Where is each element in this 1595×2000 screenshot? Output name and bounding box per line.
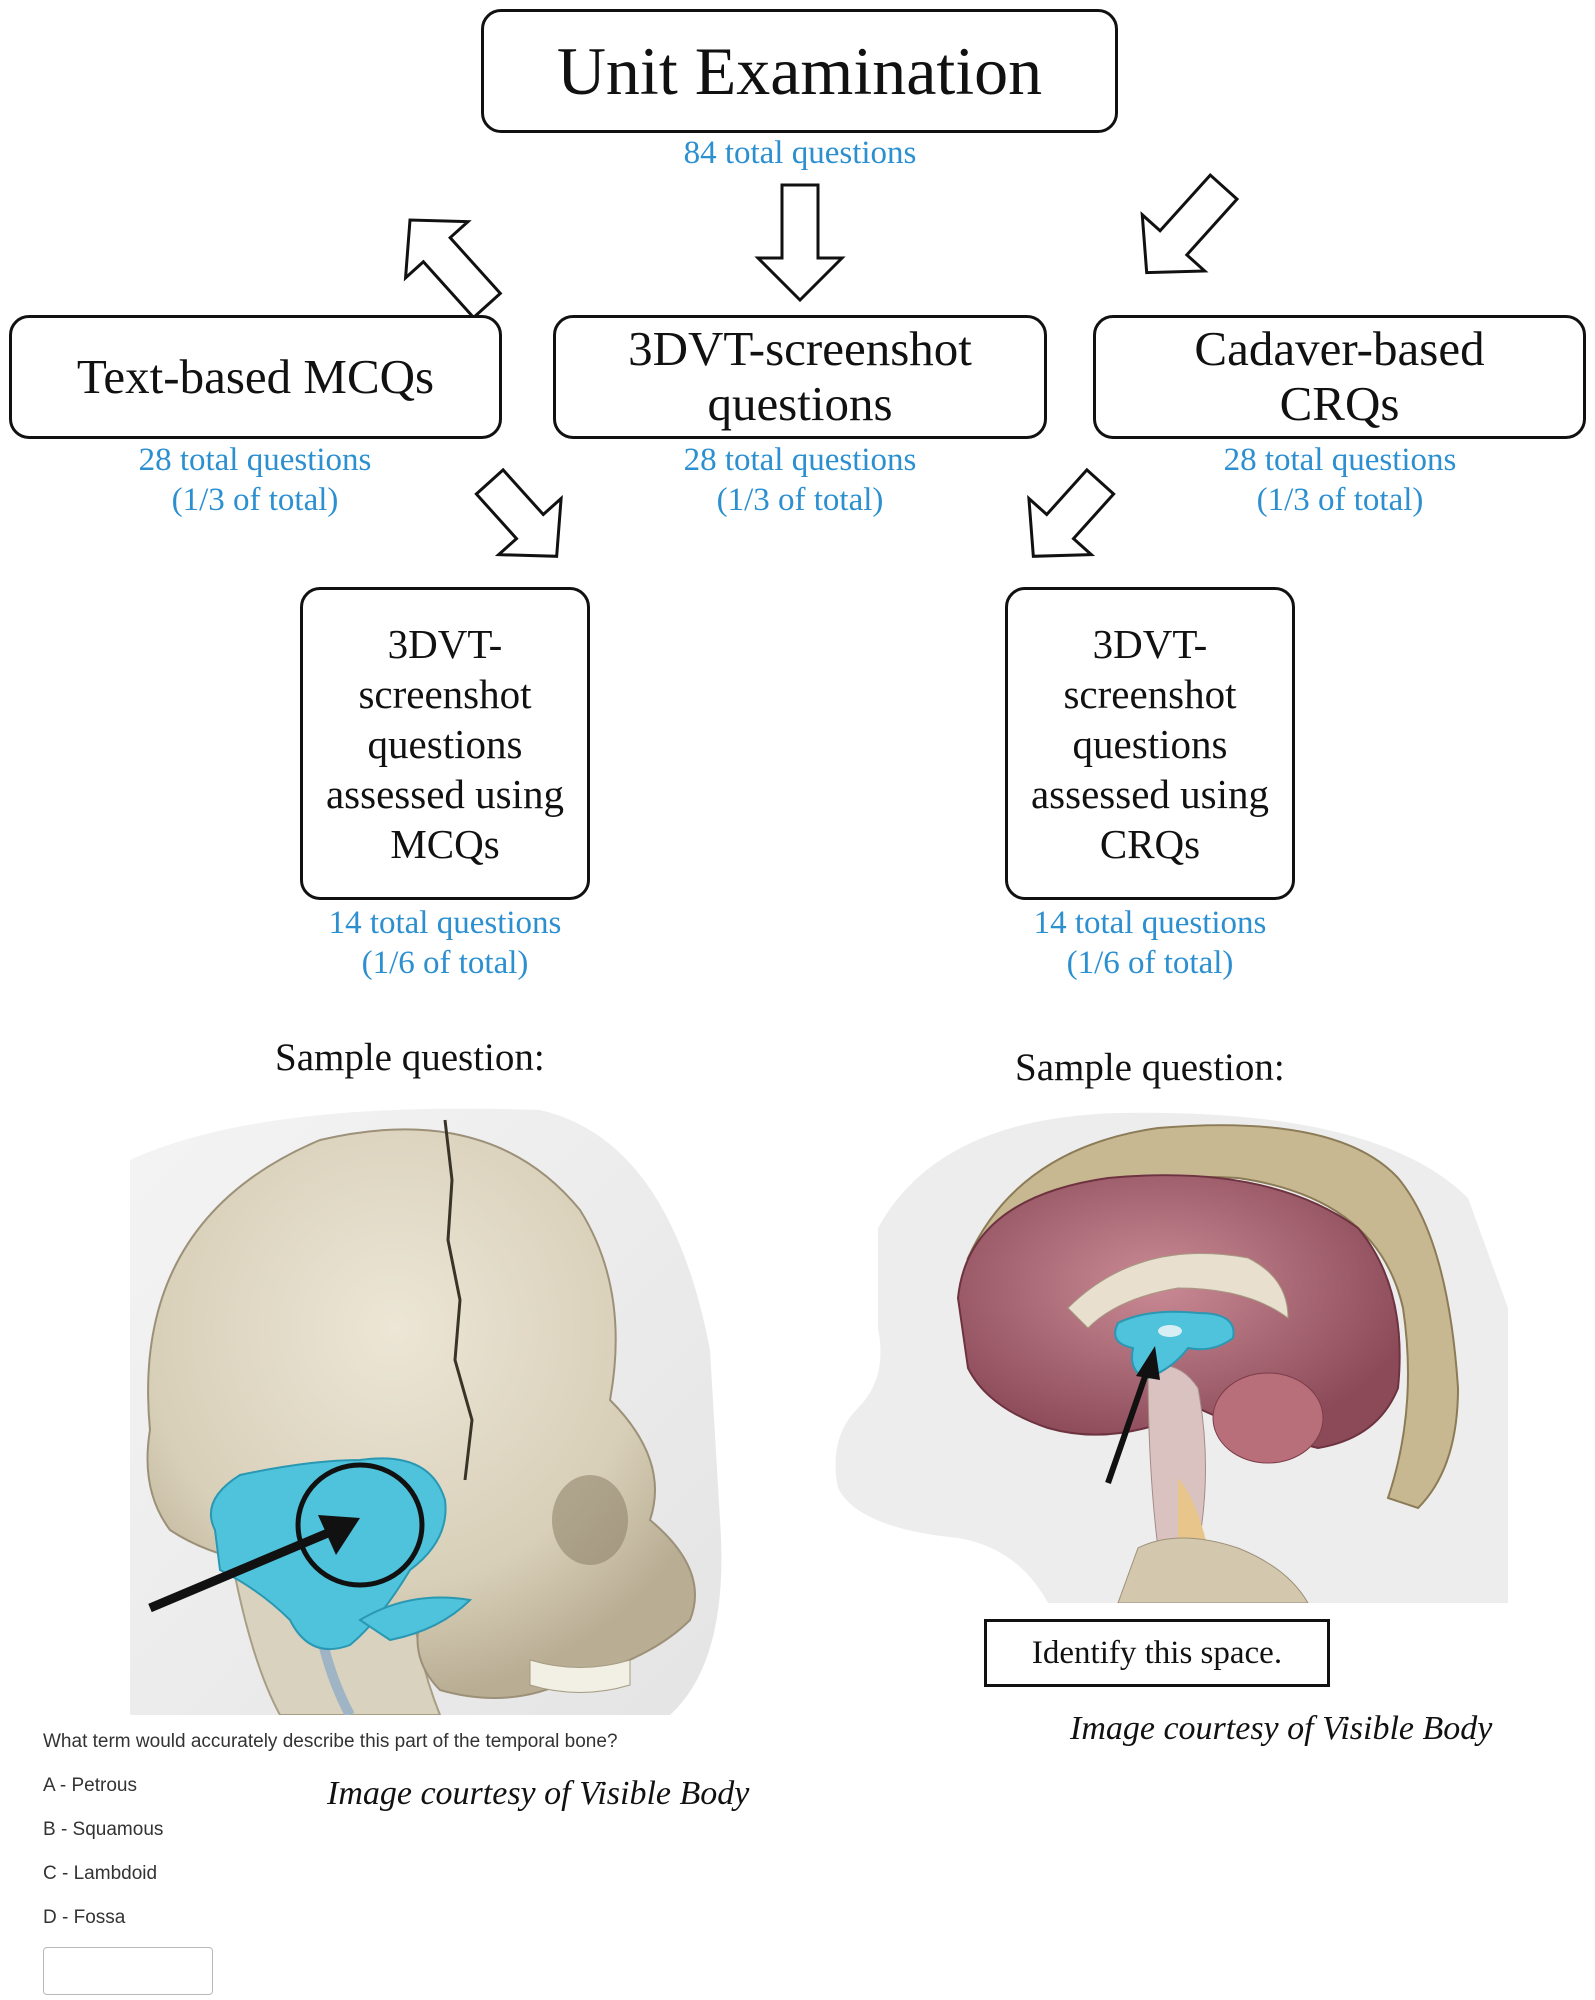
- left-sample-heading: Sample question:: [275, 1036, 545, 1079]
- answer-input[interactable]: [43, 1947, 213, 1995]
- node-cadaver-crq: Cadaver-based CRQs: [1093, 315, 1586, 439]
- brain-image: [835, 1112, 1508, 1603]
- cadaver-caption: 28 total questions (1/3 of total): [1223, 442, 1457, 518]
- screenshot-crq-caption: 14 total questions (1/6 of total): [1033, 905, 1267, 981]
- identify-prompt-box: Identify this space.: [984, 1619, 1330, 1687]
- arrow-to-screenshot: [754, 183, 846, 303]
- flow-arrows: [403, 172, 1240, 558]
- text-mcq-caption: 28 total questions (1/3 of total): [138, 442, 372, 518]
- arrow-to-text-mcq: [403, 218, 503, 320]
- mcq-option-a[interactable]: A - Petrous: [43, 1775, 137, 1796]
- right-sample-heading: Sample question:: [1015, 1046, 1285, 1089]
- mcq-option-c[interactable]: C - Lambdoid: [43, 1863, 158, 1884]
- left-image-credit: Image courtesy of Visible Body: [327, 1775, 750, 1812]
- node-text-mcq: Text-based MCQs: [9, 315, 502, 439]
- root-title: Unit Examination: [556, 32, 1043, 109]
- skull-image: [130, 1108, 722, 1715]
- root-count: 84 total questions: [683, 135, 917, 171]
- right-image-credit: Image courtesy of Visible Body: [1070, 1710, 1493, 1747]
- root-node: Unit Examination: [481, 9, 1118, 133]
- node-3dvt-screenshot: 3DVT-screenshot questions: [553, 315, 1047, 439]
- screenshot-caption: 28 total questions (1/3 of total): [683, 442, 917, 518]
- mcq-option-d[interactable]: D - Fossa: [43, 1907, 126, 1928]
- mcq-question: What term would accurately describe this…: [43, 1731, 618, 1752]
- screenshot-mcq-caption: 14 total questions (1/6 of total): [328, 905, 562, 981]
- node-screenshot-crq: 3DVT- screenshot questions assessed usin…: [1005, 587, 1295, 900]
- node-screenshot-mcq: 3DVT- screenshot questions assessed usin…: [300, 587, 590, 900]
- mcq-option-b[interactable]: B - Squamous: [43, 1819, 164, 1840]
